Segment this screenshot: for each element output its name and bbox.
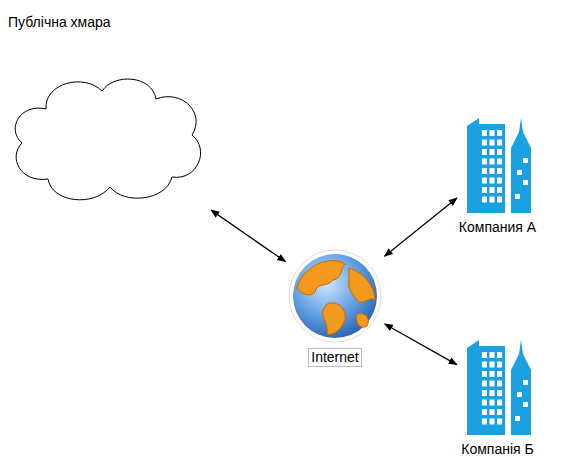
node-label: Компанія Б (428, 441, 567, 458)
cloud-node: Публічна хмара (6, 14, 225, 209)
node-label: Компания А (428, 219, 567, 236)
node-label: Internet (308, 348, 361, 367)
building-icon (459, 118, 537, 213)
building-icon (459, 340, 537, 435)
connector-arrow (385, 324, 457, 365)
globe-icon (287, 248, 383, 344)
connector-arrow (211, 210, 285, 262)
cloud-title: Публічна хмара (6, 14, 225, 31)
cloud-shape (6, 69, 211, 209)
internet-node: Internet (285, 248, 385, 367)
company-node: Компанія Б (428, 340, 567, 458)
connector-arrow (385, 198, 457, 256)
company-node: Компания А (428, 118, 567, 236)
